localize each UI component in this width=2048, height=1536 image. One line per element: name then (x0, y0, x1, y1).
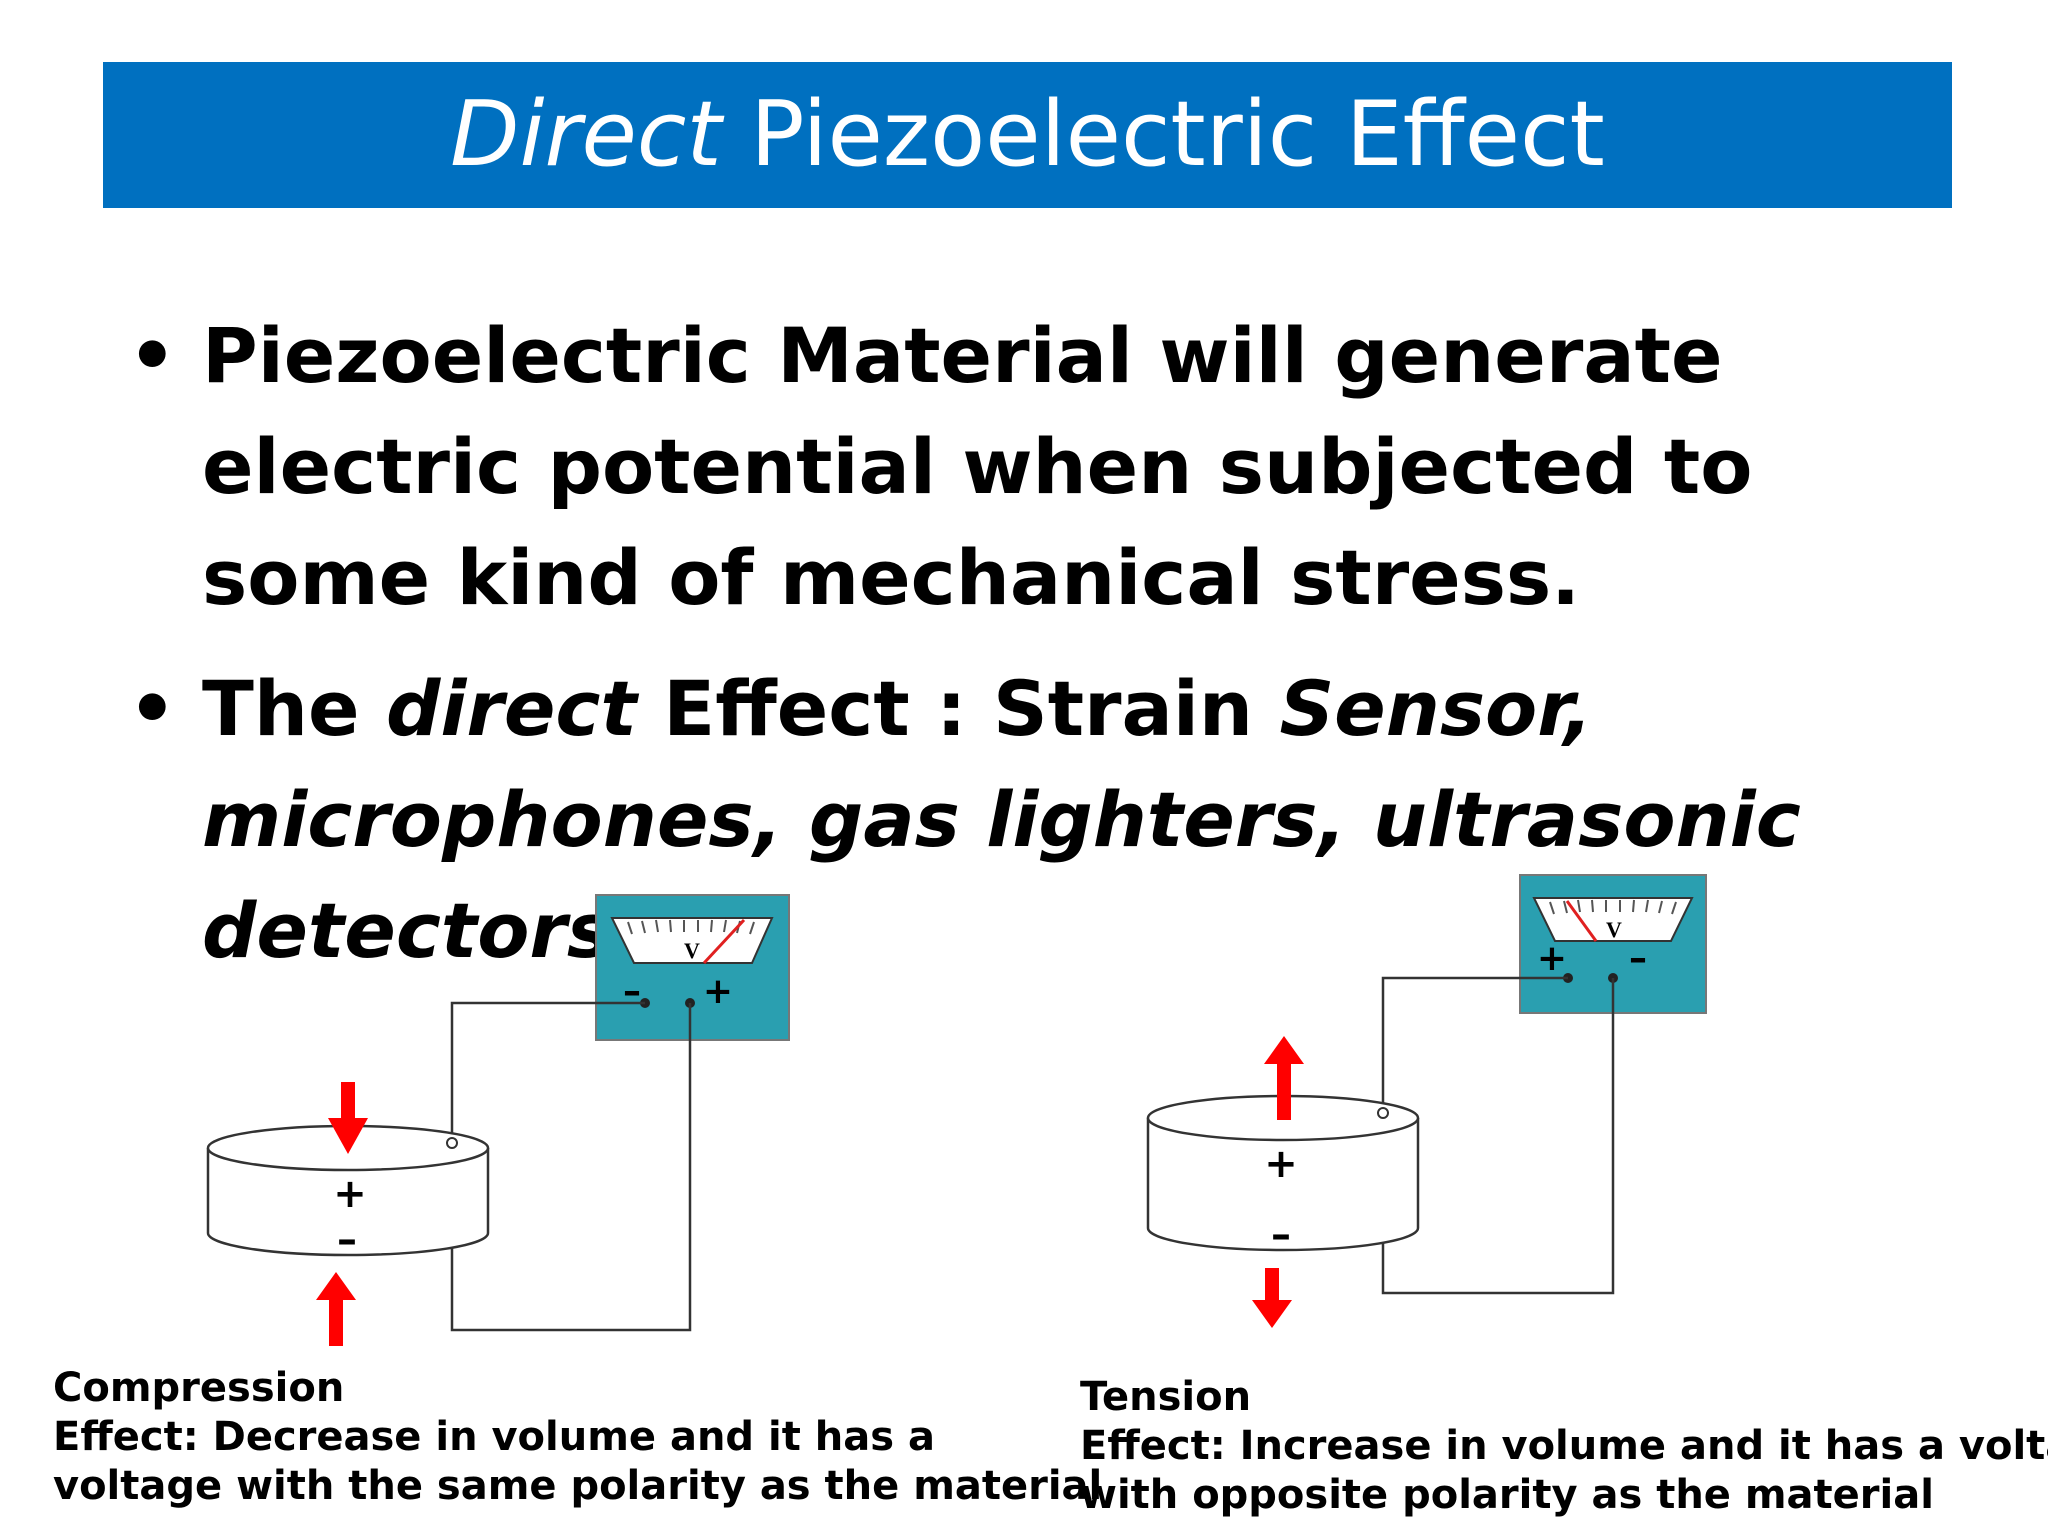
compression-effect-line-1: Effect: Decrease in volume and it has a (53, 1414, 935, 1460)
tension-arrows (1252, 1036, 1304, 1328)
title-italic: Direct (450, 82, 722, 187)
tension-effect-line-2: with opposite polarity as the material (1080, 1472, 1934, 1518)
compression-arrows (316, 1082, 368, 1346)
arrow-up-icon (316, 1272, 356, 1346)
tension-diagram: V + – + – (1146, 874, 1707, 1328)
bullet-item-1: • Piezoelectric Material will generate e… (120, 300, 1980, 633)
title-rest: Piezoelectric Effect (721, 82, 1605, 187)
tension-voltmeter: V + – (1519, 874, 1707, 1014)
bullet-text-1: Piezoelectric Material will generate ele… (202, 311, 1753, 622)
disk-bottom-sign: – (1271, 1212, 1291, 1258)
disk-bottom-sign: – (337, 1217, 357, 1263)
meter-left-sign: – (623, 971, 641, 1012)
disk-terminal (1377, 1107, 1389, 1119)
meter-needle (702, 918, 746, 965)
tension-caption: Tension Effect: Increase in volume and i… (1080, 1373, 2048, 1520)
bullet-item-2: • The direct Effect : Strain Sensor, mic… (120, 653, 1980, 986)
tension-effect-line-1: Effect: Increase in volume and it has a … (1080, 1423, 2048, 1469)
bullet-marker: • (128, 664, 177, 753)
compression-wires (450, 1001, 692, 1332)
bullet-text-2d: Sensor, microphones, gas lighters, ultra… (202, 664, 1801, 975)
compression-caption: Compression Effect: Decrease in volume a… (53, 1364, 1102, 1511)
tension-heading: Tension (1080, 1374, 1252, 1420)
bullet-text-2a: The (202, 664, 386, 753)
meter-left-sign: + (1537, 938, 1567, 979)
compression-effect-line-2: voltage with the same polarity as the ma… (53, 1463, 1103, 1509)
meter-right-sign: + (703, 971, 733, 1012)
disk-terminal (446, 1137, 458, 1149)
bullet-text-2c: Effect : Strain (636, 664, 1280, 753)
meter-ticks (627, 919, 755, 935)
compression-heading: Compression (53, 1365, 345, 1411)
arrow-down-icon (328, 1082, 368, 1154)
arrow-down-icon (1252, 1268, 1292, 1328)
meter-label: V (1606, 917, 1622, 942)
disk-top-sign: + (333, 1171, 367, 1217)
tension-wires (1381, 976, 1615, 1295)
meter-needle (1565, 900, 1598, 942)
compression-voltmeter: V – + (595, 894, 790, 1041)
disk-top-sign: + (1264, 1141, 1298, 1187)
meter-dial (610, 917, 774, 964)
tension-piezo-disk: + – (1146, 1094, 1420, 1258)
meter-ticks (1549, 899, 1677, 915)
bullet-marker: • (128, 311, 177, 400)
bullet-text-2b: direct (385, 664, 637, 753)
meter-label: V (684, 938, 700, 963)
bullet-list: • Piezoelectric Material will generate e… (120, 300, 1980, 1006)
compression-diagram: V – + + – (206, 894, 790, 1346)
title-bar: Direct Piezoelectric Effect (103, 62, 1952, 208)
slide-title: Direct Piezoelectric Effect (450, 90, 1605, 180)
arrow-up-icon (1264, 1036, 1304, 1120)
meter-right-sign: – (1629, 938, 1647, 979)
